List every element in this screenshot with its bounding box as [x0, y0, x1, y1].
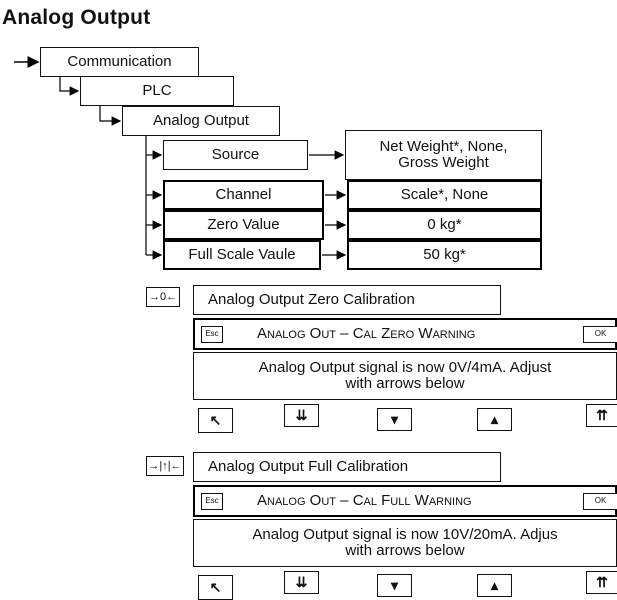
menu-analog-output[interactable]: Analog Output — [122, 106, 280, 136]
zero-cal-message-line2: with arrows below — [345, 375, 465, 392]
full-cal-title[interactable]: Analog Output Full Calibration — [193, 452, 501, 482]
full-cal-warning-bar: Esc Analog Out – Cal Full Warning OK — [193, 485, 617, 517]
menu-zero-value[interactable]: Zero Value — [163, 210, 324, 240]
down-icon[interactable]: ▾ — [377, 408, 412, 431]
zero-cal-warning-bar: Esc Analog Out – Cal Zero Warning OK — [193, 318, 617, 350]
span-key-icon[interactable]: →|↑|← — [146, 456, 184, 476]
source-options[interactable]: Net Weight*, None, Gross Weight — [345, 130, 542, 180]
down-icon[interactable]: ▾ — [377, 574, 412, 597]
fast-up-icon[interactable]: ⇈ — [586, 571, 617, 594]
ok-key[interactable]: OK — [583, 326, 617, 343]
back-arrow-icon[interactable]: ↖ — [198, 408, 233, 433]
menu-source[interactable]: Source — [163, 140, 308, 170]
ok-key[interactable]: OK — [583, 493, 617, 510]
menu-channel[interactable]: Channel — [163, 180, 324, 210]
zero-cal-message: Analog Output signal is now 0V/4mA. Adju… — [193, 352, 617, 400]
source-options-line2: Gross Weight — [398, 154, 489, 171]
menu-communication[interactable]: Communication — [40, 47, 199, 77]
back-arrow-icon[interactable]: ↖ — [198, 575, 233, 600]
menu-full-scale[interactable]: Full Scale Vaule — [163, 240, 321, 270]
zero-cal-warning-text: Analog Out – Cal Zero Warning — [257, 325, 476, 342]
zero-cal-title[interactable]: Analog Output Zero Calibration — [193, 285, 501, 315]
fast-down-icon[interactable]: ⇊ — [284, 404, 319, 427]
full-cal-message: Analog Output signal is now 10V/20mA. Ad… — [193, 519, 617, 567]
channel-options[interactable]: Scale*, None — [347, 180, 542, 210]
esc-key[interactable]: Esc — [201, 326, 223, 343]
full-scale-options[interactable]: 50 kg* — [347, 240, 542, 270]
full-cal-message-line1: Analog Output signal is now 10V/20mA. Ad… — [252, 525, 558, 543]
esc-key[interactable]: Esc — [201, 493, 223, 510]
fast-down-icon[interactable]: ⇊ — [284, 571, 319, 594]
fast-up-icon[interactable]: ⇈ — [586, 404, 617, 427]
zero-value-options[interactable]: 0 kg* — [347, 210, 542, 240]
page-title: Analog Output — [2, 6, 151, 29]
up-icon[interactable]: ▴ — [477, 408, 512, 431]
source-options-line1: Net Weight*, None, — [379, 137, 508, 155]
up-icon[interactable]: ▴ — [477, 574, 512, 597]
full-cal-warning-text: Analog Out – Cal Full Warning — [257, 492, 472, 509]
zero-cal-message-line1: Analog Output signal is now 0V/4mA. Adju… — [258, 358, 552, 376]
full-cal-message-line2: with arrows below — [345, 542, 465, 559]
menu-plc[interactable]: PLC — [80, 76, 234, 106]
zero-key-icon[interactable]: →0← — [146, 287, 180, 307]
